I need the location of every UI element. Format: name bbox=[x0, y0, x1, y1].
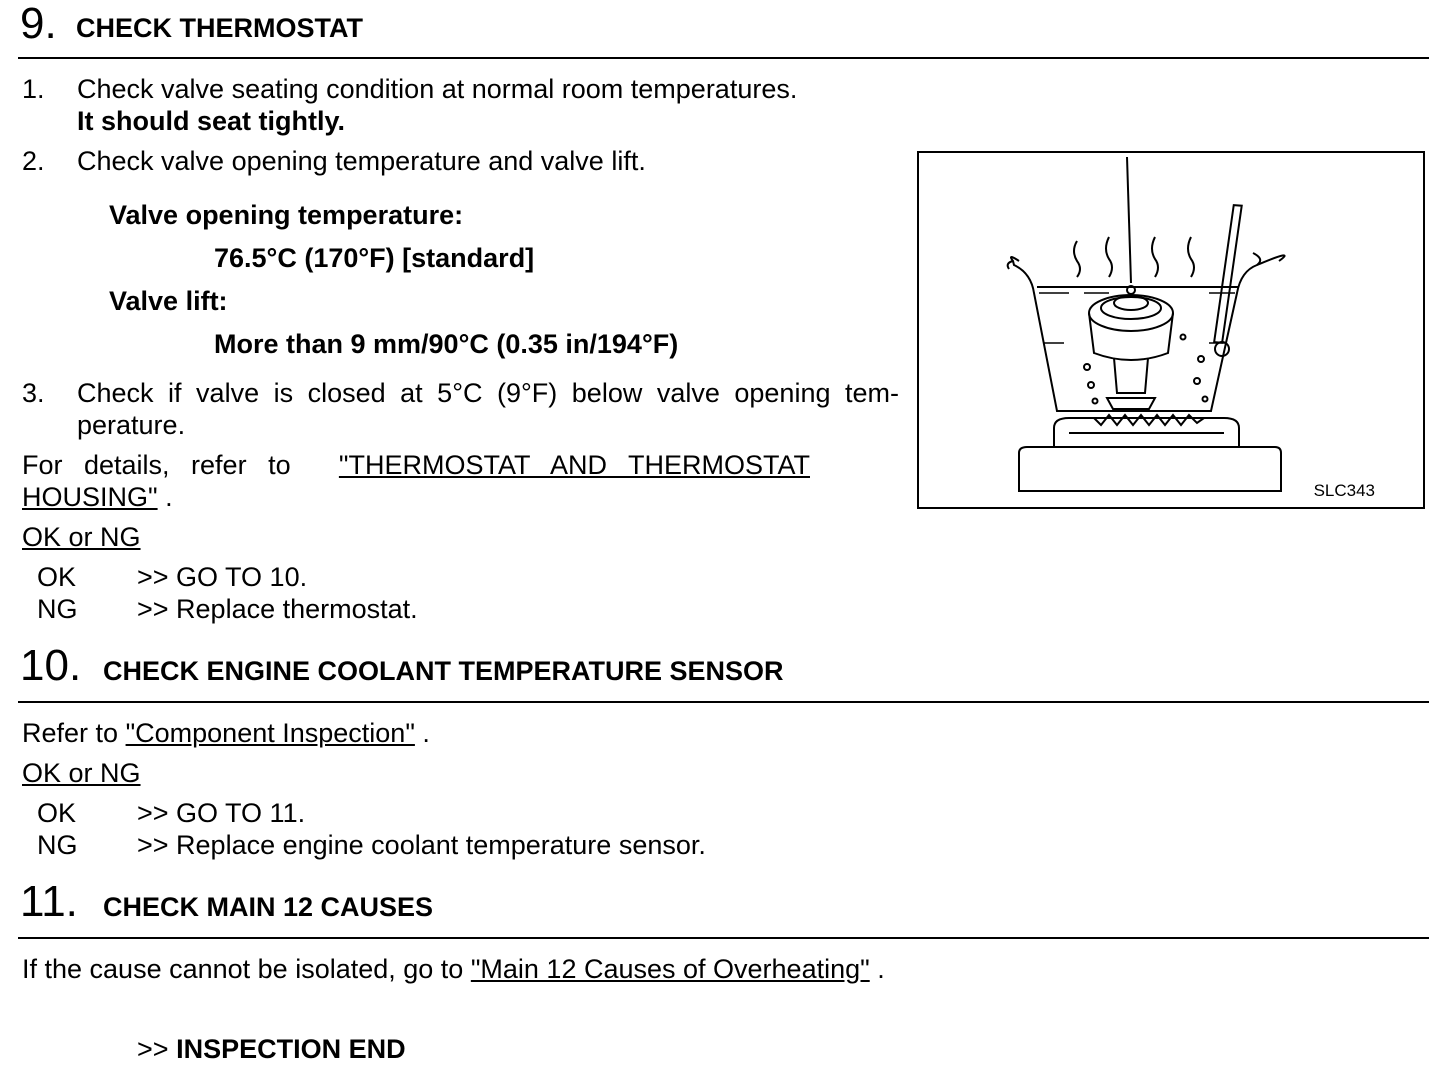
item-2-number: 2. bbox=[22, 146, 45, 176]
refer-suffix: . bbox=[422, 718, 430, 748]
component-inspection-link[interactable]: "Component Inspection" bbox=[125, 718, 415, 748]
item-3-line-1: Check if valve is closed at 5°C (9°F) be… bbox=[77, 378, 899, 408]
thermostat-test-figure: SLC343 bbox=[917, 151, 1425, 509]
main-causes-suffix: . bbox=[877, 954, 885, 984]
main-causes-prefix: If the cause cannot be isolated, go to bbox=[22, 954, 464, 984]
details-reference-line-2: HOUSING" . bbox=[22, 481, 173, 513]
valve-lift-label: Valve lift: bbox=[109, 286, 228, 316]
valve-lift-value: More than 9 mm/90°C (0.35 in/194°F) bbox=[214, 329, 679, 359]
details-prefix: For details, refer to bbox=[22, 450, 291, 480]
valve-opening-temp-value: 76.5°C (170°F) [standard] bbox=[214, 243, 535, 273]
main-causes-reference: If the cause cannot be isolated, go to "… bbox=[22, 953, 885, 985]
refer-prefix: Refer to bbox=[22, 718, 119, 748]
figure-code: SLC343 bbox=[1313, 481, 1375, 500]
ok-ng-heading-10: OK or NG bbox=[22, 758, 141, 788]
ok-action-10: >> GO TO 11. bbox=[137, 798, 306, 828]
step-11-divider bbox=[18, 937, 1429, 939]
ng-action-10: >> Replace engine coolant temperature se… bbox=[137, 830, 706, 860]
item-1-text: Check valve seating condition at normal … bbox=[77, 74, 798, 104]
ok-label-9: OK bbox=[37, 562, 77, 592]
item-1-number: 1. bbox=[22, 74, 45, 104]
ok-label-10: OK bbox=[37, 798, 77, 828]
step-10-divider bbox=[18, 701, 1429, 703]
valve-opening-temp-label: Valve opening temperature: bbox=[109, 200, 464, 230]
item-1-note: It should seat tightly. bbox=[77, 106, 346, 136]
ok-action-9: >> GO TO 10. bbox=[137, 562, 308, 592]
ng-label-9: NG bbox=[37, 594, 78, 624]
step-10-number: 10. bbox=[20, 641, 82, 690]
step-9-title: CHECK THERMOSTAT bbox=[76, 13, 363, 43]
thermostat-housing-link-cont[interactable]: HOUSING" bbox=[22, 482, 158, 512]
step-9-divider bbox=[18, 57, 1429, 59]
step-9-number: 9. bbox=[20, 0, 57, 48]
component-inspection-reference: Refer to "Component Inspection" . bbox=[22, 717, 430, 749]
step-11-title: CHECK MAIN 12 CAUSES bbox=[103, 892, 434, 922]
item-3-number: 3. bbox=[22, 378, 45, 408]
ng-label-10: NG bbox=[37, 830, 78, 860]
thermostat-housing-link[interactable]: "THERMOSTAT AND THERMOSTAT bbox=[338, 450, 810, 480]
inspection-end: >> INSPECTION END bbox=[137, 1033, 406, 1065]
main-12-causes-link[interactable]: "Main 12 Causes of Overheating" bbox=[470, 954, 870, 984]
details-suffix: . bbox=[165, 482, 173, 512]
thermostat-test-illustration bbox=[1006, 156, 1286, 492]
step-10-title: CHECK ENGINE COOLANT TEMPERATURE SENSOR bbox=[103, 656, 784, 686]
ng-action-9: >> Replace thermostat. bbox=[137, 594, 418, 624]
ok-ng-heading-9: OK or NG bbox=[22, 522, 141, 552]
item-3-line-2: perature. bbox=[77, 410, 186, 440]
details-reference-line-1: For details, refer to "THERMOSTAT AND TH… bbox=[22, 449, 810, 481]
item-2-text: Check valve opening temperature and valv… bbox=[77, 146, 646, 176]
inspection-end-arrow: >> bbox=[137, 1034, 169, 1064]
step-11-number: 11. bbox=[20, 877, 78, 926]
inspection-end-text: INSPECTION END bbox=[176, 1034, 406, 1064]
